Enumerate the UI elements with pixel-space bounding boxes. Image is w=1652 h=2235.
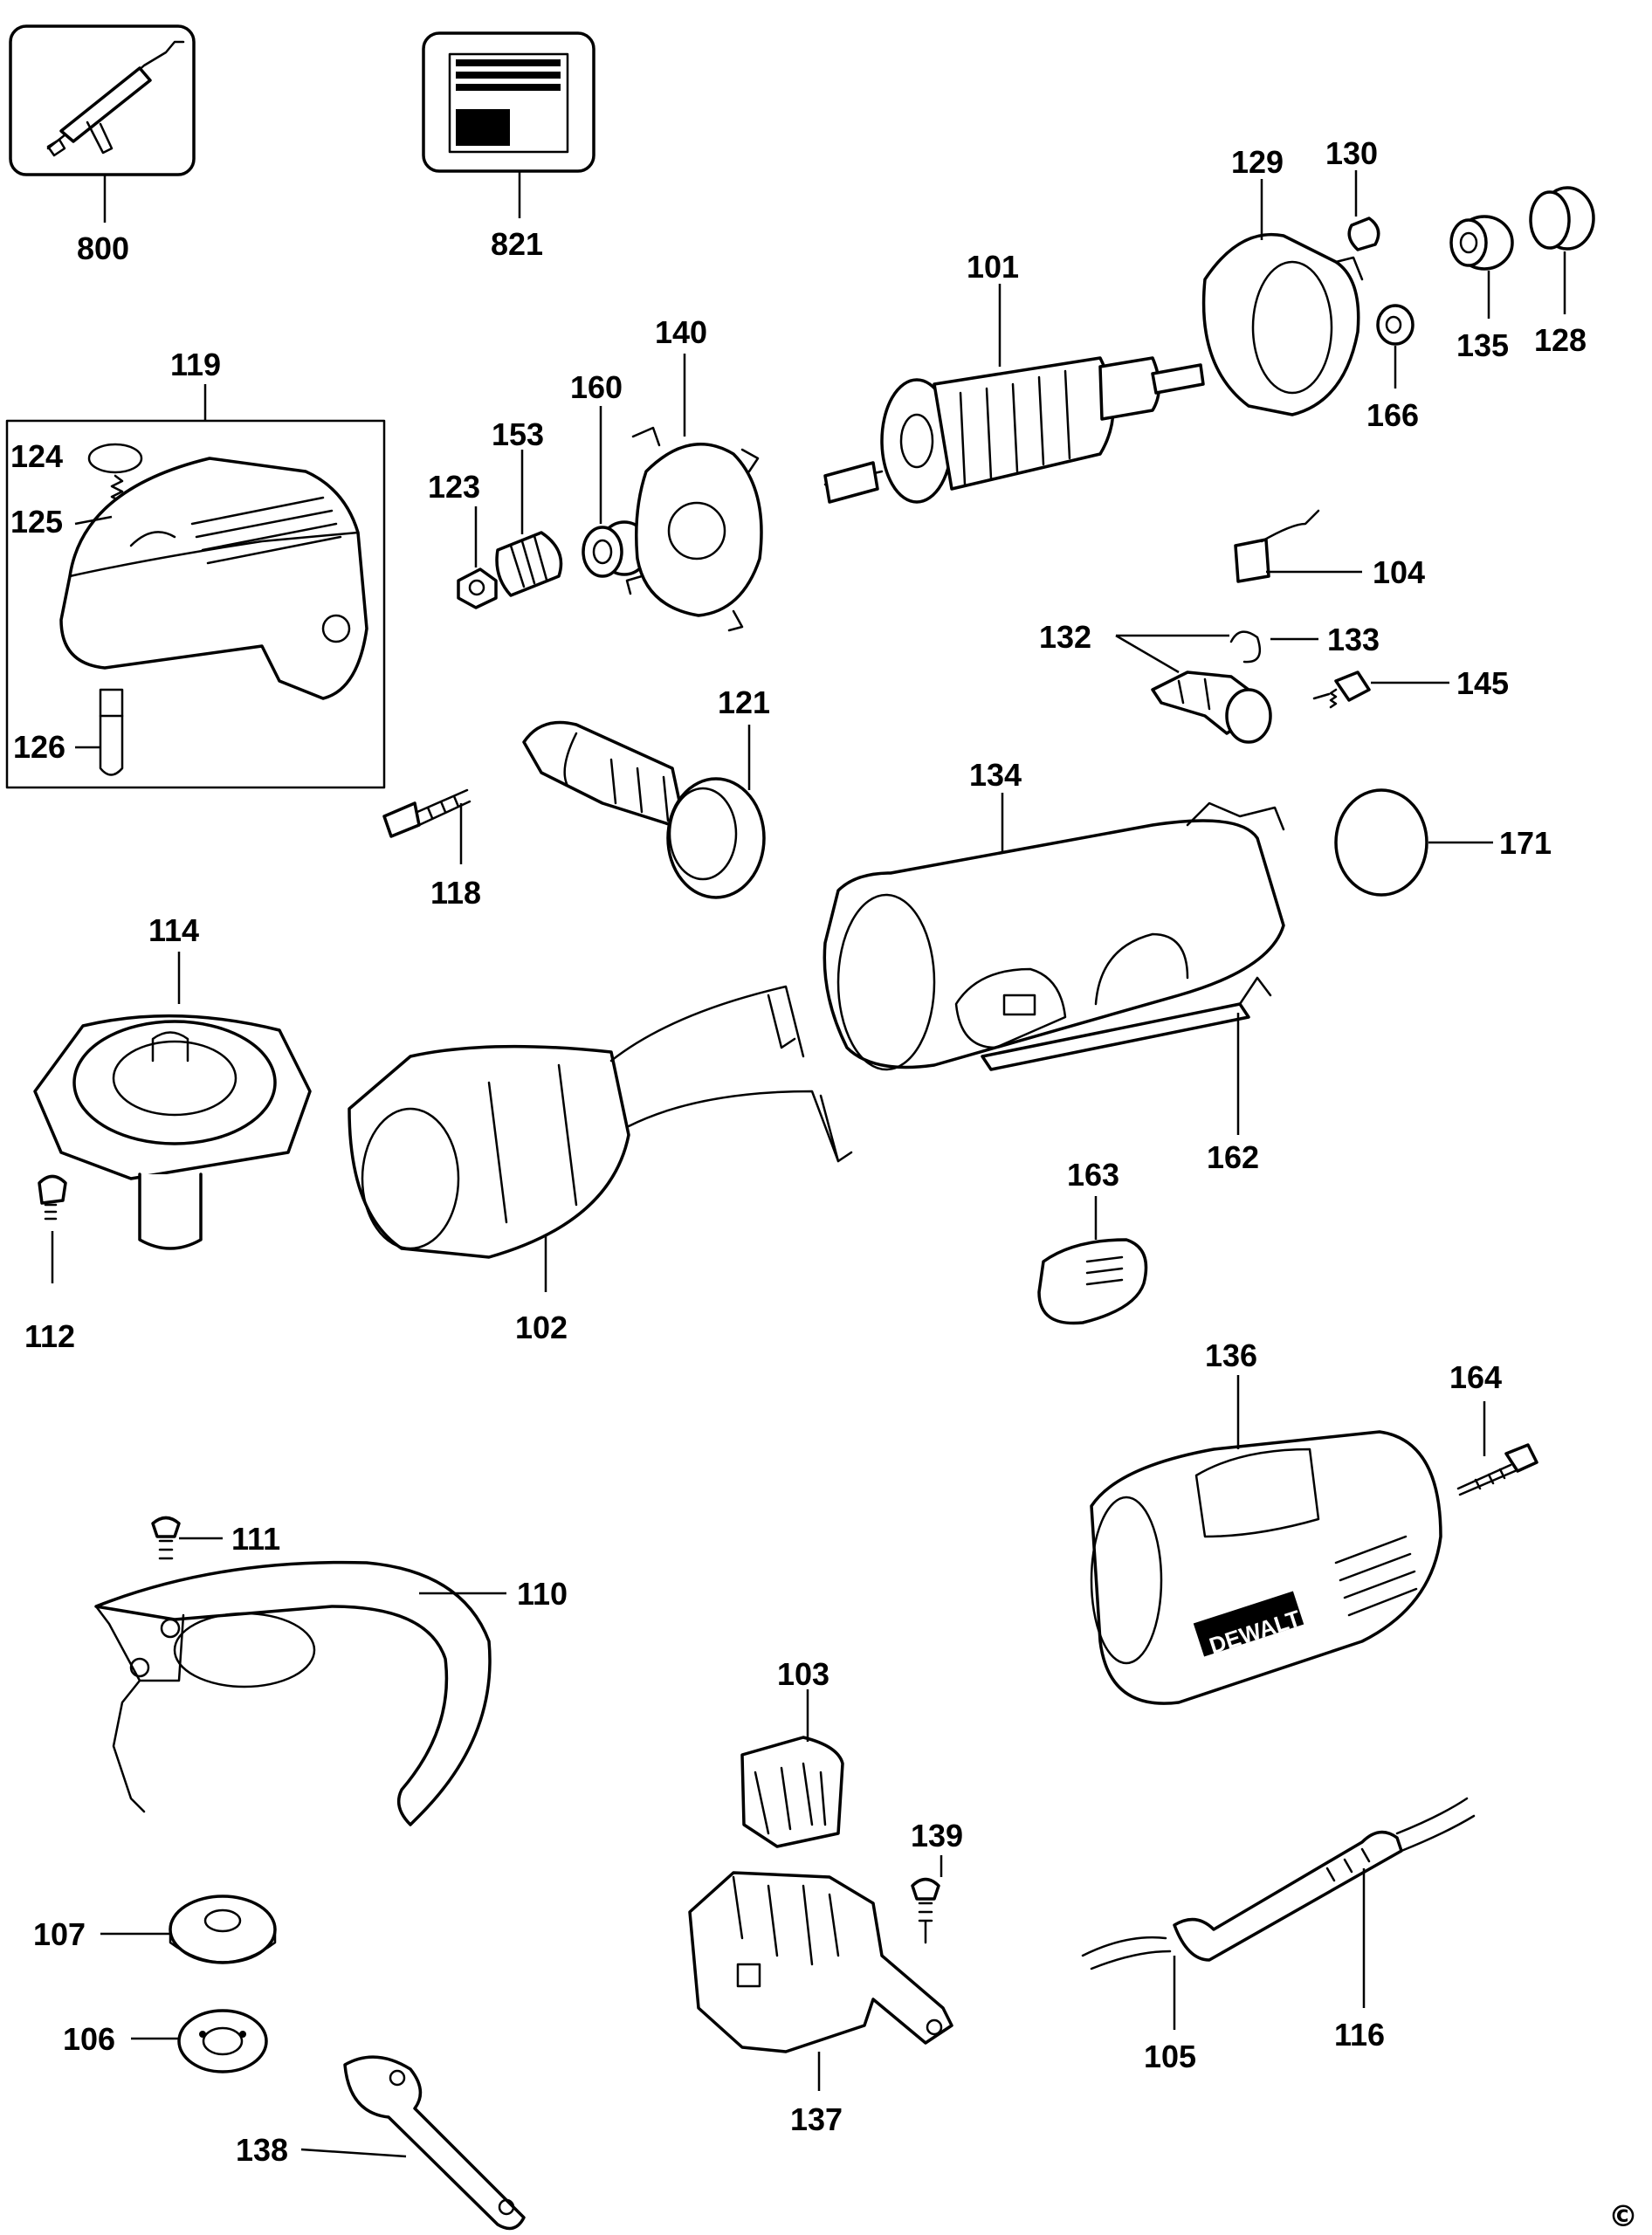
part-138-spanner-wrench	[343, 2055, 526, 2231]
part-153-pinion-gear	[495, 531, 563, 597]
label-136: 136	[1205, 1338, 1257, 1373]
part-163-lock-button	[1037, 1238, 1148, 1325]
part-105-116-power-cord	[1081, 1797, 1476, 1970]
label-166: 166	[1366, 397, 1419, 433]
part-119-gear-case-group	[5, 419, 386, 789]
part-134-motor-housing	[823, 801, 1285, 1071]
label-118: 118	[430, 875, 481, 911]
label-132: 132	[1039, 619, 1091, 655]
label-129: 129	[1231, 144, 1284, 180]
part-171-o-ring	[1334, 788, 1428, 897]
label-140: 140	[655, 314, 707, 350]
label-101: 101	[967, 249, 1019, 285]
part-135-bearing	[1449, 215, 1514, 271]
label-128: 128	[1534, 322, 1587, 358]
part-102-field-coil	[348, 985, 853, 1259]
label-121: 121	[718, 684, 770, 720]
label-107: 107	[33, 1916, 86, 1952]
label-114: 114	[148, 912, 199, 948]
label-164: 164	[1449, 1359, 1502, 1395]
label-134: 134	[969, 757, 1022, 793]
part-111-screw	[151, 1516, 181, 1560]
part-118-screw	[382, 788, 472, 838]
label-137: 137	[790, 2101, 843, 2137]
label-171: 171	[1499, 825, 1552, 861]
part-106-flange-nut	[177, 2009, 268, 2073]
label-102: 102	[515, 1310, 568, 1345]
part-800-grease-gun	[9, 24, 196, 176]
part-103-switch	[740, 1736, 844, 1848]
label-103: 103	[777, 1656, 829, 1692]
label-105: 105	[1144, 2039, 1196, 2074]
part-164-screw	[1456, 1443, 1538, 1496]
part-821-label-plate	[422, 31, 595, 173]
label-135: 135	[1456, 327, 1509, 363]
label-162: 162	[1207, 1139, 1259, 1175]
label-145: 145	[1456, 665, 1509, 701]
label-130: 130	[1325, 135, 1378, 171]
part-133-spring	[1229, 630, 1262, 664]
label-800: 800	[77, 230, 129, 266]
part-136-rear-housing: DEWALT	[1090, 1430, 1442, 1705]
part-128-sleeve	[1529, 186, 1595, 251]
part-121-side-handle	[522, 720, 766, 899]
label-163: 163	[1067, 1157, 1119, 1193]
part-107-outer-flange	[169, 1895, 277, 1964]
part-132-brush-holder	[1151, 670, 1272, 744]
part-130-bushing	[1347, 217, 1380, 251]
label-153: 153	[492, 416, 544, 452]
part-139-screw	[911, 1877, 940, 1944]
label-106: 106	[63, 2021, 115, 2057]
label-821: 821	[491, 226, 543, 262]
label-123: 123	[428, 469, 480, 505]
label-138: 138	[236, 2132, 288, 2168]
part-123-nut	[457, 567, 498, 609]
label-139: 139	[911, 1818, 963, 1853]
label-112: 112	[24, 1318, 75, 1354]
label-104: 104	[1373, 554, 1425, 590]
label-124: 124	[10, 438, 63, 474]
label-125: 125	[10, 504, 63, 540]
copyright-mark: ©	[1608, 2199, 1638, 2234]
part-114-spindle-assembly	[33, 1014, 312, 1250]
part-140-baffle	[625, 426, 763, 632]
label-119: 119	[170, 347, 221, 382]
part-137-switch-holder	[688, 1871, 953, 2053]
part-129-end-bell	[1201, 232, 1364, 416]
label-126: 126	[13, 729, 65, 765]
part-162-cable-strap	[981, 976, 1272, 1071]
part-101-armature	[823, 356, 1205, 504]
part-166-nut	[1376, 304, 1415, 346]
label-111: 111	[231, 1521, 280, 1557]
part-110-wheel-guard	[94, 1560, 492, 1826]
part-145-screw	[1312, 670, 1371, 709]
label-116: 116	[1334, 2017, 1385, 2053]
part-112-screw	[38, 1174, 67, 1221]
label-110: 110	[517, 1576, 568, 1612]
label-133: 133	[1327, 622, 1380, 657]
label-160: 160	[570, 369, 623, 405]
part-104-carbon-brush	[1234, 509, 1320, 583]
